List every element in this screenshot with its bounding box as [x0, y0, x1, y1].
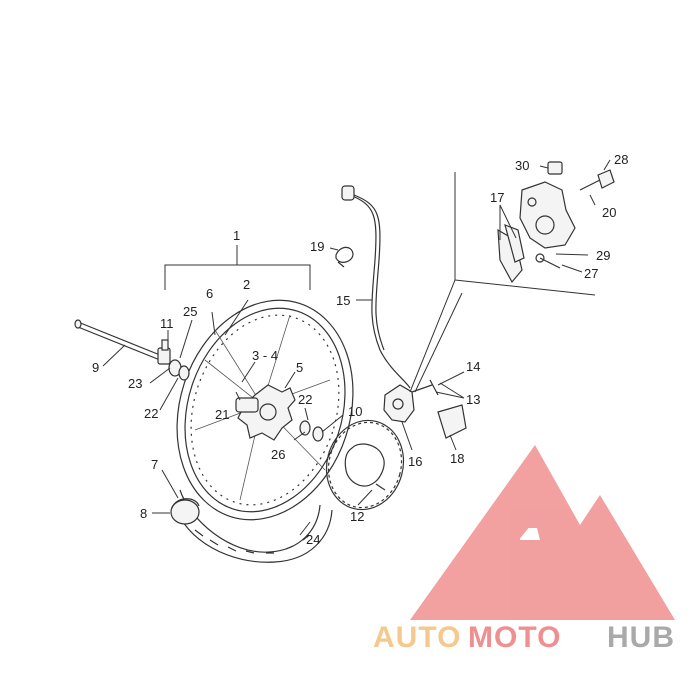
callout-23: 23: [128, 376, 142, 391]
callout-21: 21: [215, 407, 229, 422]
guard-plate: [437, 404, 467, 439]
callout-28: 28: [614, 152, 628, 167]
callout-22-left: 22: [144, 406, 158, 421]
axle: [74, 319, 171, 365]
brake-disc: [325, 419, 405, 511]
callout-26: 26: [271, 447, 285, 462]
bracket-wheel-assembly: [164, 245, 311, 290]
callout-16: 16: [408, 454, 422, 469]
watermark-text: AUTO MOTO HUB: [373, 621, 675, 654]
callout-30: 30: [515, 158, 529, 173]
callout-14: 14: [466, 359, 480, 374]
speedometer-cable: [341, 185, 411, 389]
callout-15: 15: [336, 293, 350, 308]
watermark-word-auto: AUTO: [373, 621, 461, 654]
callout-2: 2: [243, 277, 250, 292]
callout-24: 24: [306, 532, 320, 547]
callout-5: 5: [296, 360, 303, 375]
callout-9: 9: [92, 360, 99, 375]
callout-13: 13: [466, 392, 480, 407]
watermark-word-moto: MOTO: [468, 621, 561, 654]
tyre: [174, 489, 333, 563]
callout-11: 11: [160, 316, 174, 331]
caliper-detail: [497, 161, 615, 284]
callout-27: 27: [584, 266, 598, 281]
logo-mark-inner: [580, 520, 640, 600]
callout-17: 17: [490, 190, 504, 205]
callout-labels: 1 2 3 - 4 5 6 7 8 9 10 11 12 13 14 15 16…: [92, 152, 628, 547]
cable-clip: [335, 246, 354, 268]
callout-1: 1: [233, 228, 240, 243]
watermark-logo: [410, 445, 675, 620]
callout-8: 8: [140, 506, 147, 521]
callout-6: 6: [206, 286, 213, 301]
callout-7: 7: [151, 457, 158, 472]
brake-caliper: [383, 379, 439, 423]
inset-divider: [409, 172, 596, 393]
callout-10: 10: [348, 404, 362, 419]
hub: [235, 384, 296, 441]
callout-20: 20: [602, 205, 616, 220]
callout-29: 29: [596, 248, 610, 263]
callout-22-right: 22: [298, 392, 312, 407]
watermark-word-hub: HUB: [607, 621, 675, 654]
callout-18: 18: [450, 451, 464, 466]
callout-12: 12: [350, 509, 364, 524]
inner-tube-valve: [170, 498, 200, 525]
spacers-bearings: [161, 339, 324, 442]
leader-lines: [102, 159, 611, 536]
callout-3-4: 3 - 4: [252, 348, 278, 363]
callout-19: 19: [310, 239, 324, 254]
callout-25: 25: [183, 304, 197, 319]
